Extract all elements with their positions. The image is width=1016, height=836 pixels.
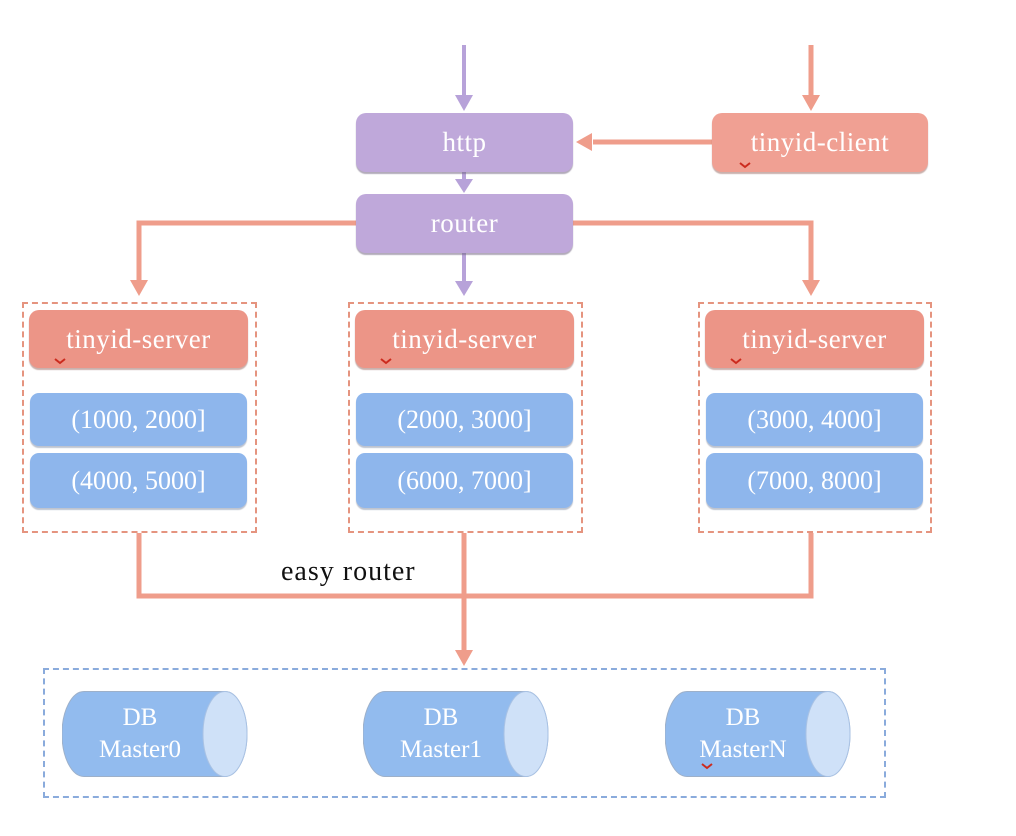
cylinder-shape — [665, 691, 851, 777]
db-label: DB MasterN — [665, 691, 821, 777]
db-master-group: DB Master0 DB Master1 DB MasterN — [43, 668, 886, 798]
id-range-label: (4000, 5000] — [71, 465, 206, 495]
id-range-label: (3000, 4000] — [747, 404, 882, 434]
id-range-badge: (1000, 2000] — [30, 393, 247, 446]
arrow-in-to-client — [802, 45, 820, 111]
cylinder-shape — [62, 691, 248, 777]
id-range-label: (6000, 7000] — [397, 465, 532, 495]
id-range-badge: (4000, 5000] — [30, 453, 247, 508]
spellcheck-mark — [54, 358, 66, 365]
spellcheck-mark — [739, 162, 751, 169]
arrow-router-to-server1 — [130, 220, 356, 296]
arrow-router-to-server3 — [573, 220, 820, 296]
arrow-merge-to-db — [455, 533, 473, 666]
arrow-in-to-http — [455, 45, 473, 111]
easy-router-label: easy router — [281, 556, 416, 587]
tinyid-client-label: tinyid-client — [750, 127, 890, 157]
arrow-client-to-http — [576, 133, 712, 151]
db-label-line1: DB — [423, 703, 459, 731]
db-label-line2: Master0 — [99, 736, 181, 763]
db-label-line1: DB — [122, 703, 158, 731]
tinyid-server-node: tinyid-server — [705, 310, 924, 368]
arrow-router-to-server2 — [455, 253, 473, 296]
tinyid-server-label: tinyid-server — [392, 323, 537, 354]
db-label: DB Master0 — [62, 691, 218, 777]
db-label-line2: Master1 — [400, 736, 482, 763]
id-range-badge: (7000, 8000] — [706, 453, 923, 508]
id-range-badge: (6000, 7000] — [356, 453, 573, 508]
http-node: http — [356, 113, 573, 172]
db-label: DB Master1 — [363, 691, 519, 777]
db-master1-cylinder: DB Master1 — [363, 691, 549, 777]
line-servers-merge — [136, 533, 814, 599]
id-range-label: (2000, 3000] — [397, 404, 532, 434]
db-label-line1: DB — [725, 703, 761, 731]
id-range-badge: (3000, 4000] — [706, 393, 923, 446]
server-group-1: tinyid-server (1000, 2000] (4000, 5000] — [22, 302, 257, 533]
spellcheck-mark — [730, 358, 742, 365]
db-master0-cylinder: DB Master0 — [62, 691, 248, 777]
spellcheck-mark — [380, 358, 392, 365]
db-label-line2: MasterN — [699, 736, 787, 763]
tinyid-server-node: tinyid-server — [29, 310, 248, 368]
tinyid-server-label: tinyid-server — [742, 323, 887, 354]
tinyid-client-node: tinyid-client — [712, 113, 928, 172]
tinyid-server-node: tinyid-server — [355, 310, 574, 368]
db-masterN-cylinder: DB MasterN — [665, 691, 851, 777]
id-range-label: (7000, 8000] — [747, 465, 882, 495]
tinyid-server-label: tinyid-server — [66, 323, 211, 354]
id-range-badge: (2000, 3000] — [356, 393, 573, 446]
spellcheck-mark — [701, 763, 713, 770]
server-group-3: tinyid-server (3000, 4000] (7000, 8000] — [698, 302, 932, 533]
http-label: http — [442, 127, 487, 157]
id-range-label: (1000, 2000] — [71, 404, 206, 434]
arrow-http-to-router — [455, 172, 473, 193]
router-node: router — [356, 194, 573, 253]
cylinder-shape — [363, 691, 549, 777]
router-label: router — [430, 208, 499, 238]
server-group-2: tinyid-server (2000, 3000] (6000, 7000] — [348, 302, 583, 533]
